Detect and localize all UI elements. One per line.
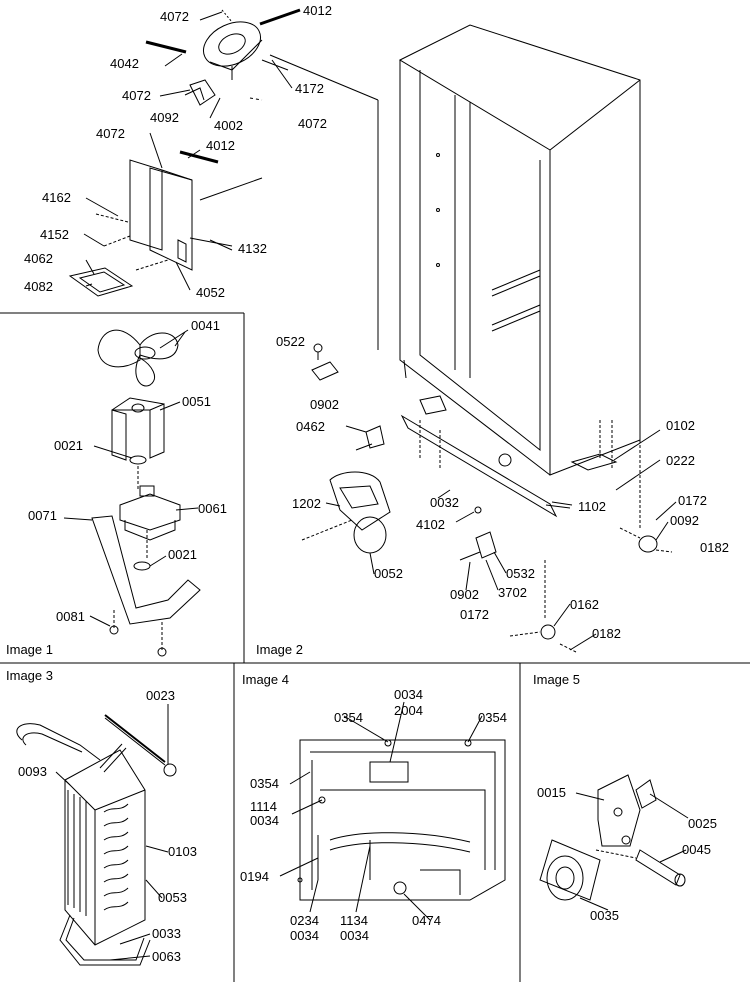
part-label: 0092 [670,513,699,528]
part-label: 4102 [416,517,445,532]
part-label: 0053 [158,890,187,905]
part-label: 0093 [18,764,47,779]
part-label: 0045 [682,842,711,857]
part-label: 0015 [537,785,566,800]
part-label: 1134 [340,913,368,928]
evaporator-assembly [16,714,177,966]
part-label: 4012 [303,3,332,18]
part-label: 0025 [688,816,717,831]
part-label: 0182 [592,626,621,641]
part-label: 0172 [460,607,489,622]
panel-title-image-1: Image 1 [6,642,53,657]
part-label: 4132 [238,241,267,256]
part-label: 0052 [374,566,403,581]
part-label: 0902 [310,397,339,412]
part-label: 0021 [168,547,197,562]
part-label: 0162 [570,597,599,612]
part-label: 4072 [298,116,327,131]
fan-bracket-assembly [145,8,379,350]
part-label: 2004 [394,703,423,718]
part-label: 4052 [196,285,225,300]
part-label: 4042 [110,56,139,71]
part-label: 4162 [42,190,71,205]
part-label: 0234 [290,913,319,928]
part-label: 4072 [96,126,125,141]
part-label: 0035 [590,908,619,923]
part-label: 0194 [240,869,269,884]
refrigerator-cabinet [301,24,673,653]
part-label: 4062 [24,251,53,266]
panel-title-image-5: Image 5 [533,672,580,687]
part-label: 0474 [412,913,441,928]
part-label: 0034 [340,928,369,943]
part-label: 0023 [146,688,175,703]
part-label: 0182 [700,540,729,555]
part-label: 0032 [430,495,459,510]
part-label: 0222 [666,453,695,468]
part-label: 0354 [478,710,507,725]
panel-title-image-4: Image 4 [242,672,289,687]
part-label: 0034 [250,813,279,828]
part-label: 4012 [206,138,235,153]
part-label: 0102 [666,418,695,433]
part-label: 4092 [150,110,179,125]
part-label: 1114 [250,799,277,814]
part-label: 4082 [24,279,53,294]
panel-title-image-2: Image 2 [256,642,303,657]
part-label: 0172 [678,493,707,508]
part-label: 4002 [214,118,243,133]
part-label: 0522 [276,334,305,349]
part-label: 3702 [498,585,527,600]
part-label: 0061 [198,501,227,516]
liner-back-panel [297,739,506,901]
part-label: 0081 [56,609,85,624]
part-label: 0103 [168,844,197,859]
bracket-panel-assembly [68,150,263,297]
fan-motor-assembly [91,329,201,657]
part-label: 0034 [394,687,423,702]
part-label: 0354 [334,710,363,725]
part-label: 0462 [296,419,325,434]
part-label: 0041 [191,318,220,333]
panel-title-image-3: Image 3 [6,668,53,683]
roller-assembly [539,774,686,901]
part-label: 1202 [292,496,321,511]
part-label: 4152 [40,227,69,242]
part-label: 0071 [28,508,57,523]
part-label: 4072 [122,88,151,103]
part-label: 0051 [182,394,211,409]
part-label: 4072 [160,9,189,24]
part-label: 0902 [450,587,479,602]
part-label: 0532 [506,566,535,581]
part-label: 0034 [290,928,319,943]
part-label: 4172 [295,81,324,96]
part-label: 0033 [152,926,181,941]
part-label: 0354 [250,776,279,791]
part-label: 0063 [152,949,181,964]
leader-lines [55,11,689,961]
part-label: 1102 [578,499,606,514]
part-label: 0021 [54,438,83,453]
